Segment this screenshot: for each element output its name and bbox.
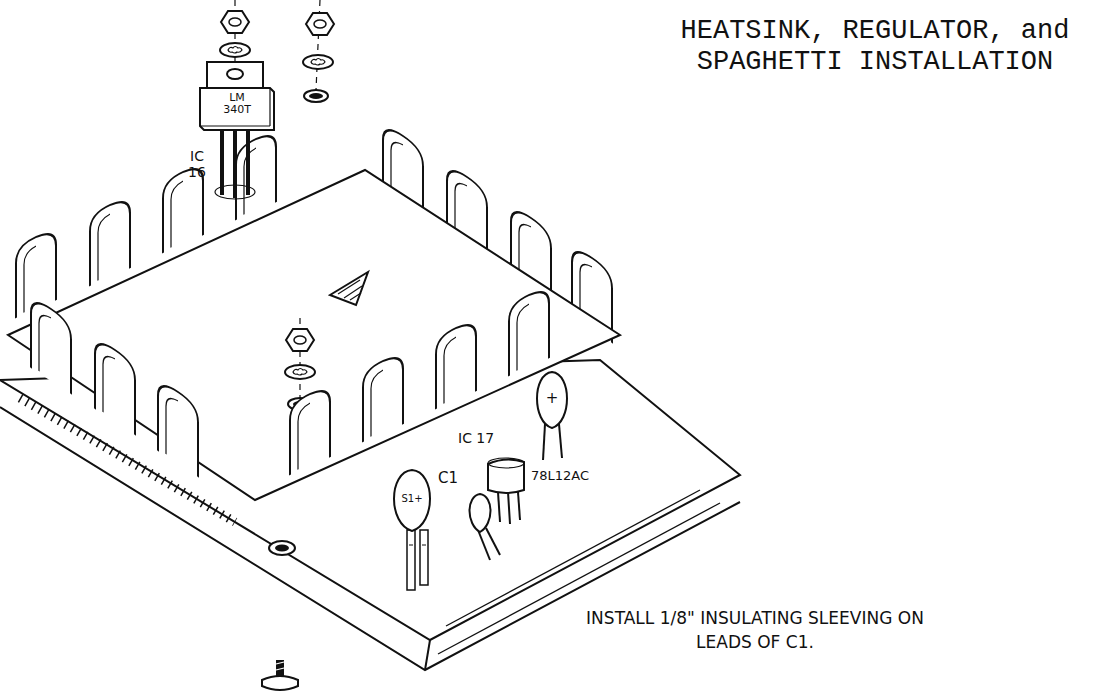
heatsink-base: [344, 286, 362, 298]
hardware-stack: [221, 11, 249, 33]
mounting-screw: [276, 668, 284, 670]
heatsink-base: [309, 93, 323, 99]
heatsink-front-fins: [31, 286, 549, 477]
heatsink-base: [304, 90, 328, 102]
ref-designator: IC 17: [458, 430, 516, 446]
capacitor-plus: [559, 424, 562, 458]
assembly-note: INSTALL 1/8" INSULATING SLEEVING ON LEAD…: [585, 606, 925, 654]
capacitor-plus: [543, 424, 545, 460]
regulator-to92: [488, 458, 524, 468]
capacitor-plus: [537, 372, 567, 428]
capacitor-c1: [394, 470, 430, 531]
regulator-to220: [200, 62, 274, 199]
circuit-board: [275, 545, 289, 552]
regulator-to92: [488, 459, 524, 493]
ref-designator: IC 16: [184, 148, 210, 180]
mounting-screw: [262, 660, 298, 690]
regulator-to92: [488, 458, 524, 524]
regulator-to220: [215, 185, 255, 199]
capacitor: [478, 530, 490, 560]
regulator-to220: [200, 88, 274, 130]
heatsink-front-fins: [436, 319, 476, 409]
heatsink-base: [330, 272, 368, 305]
heatsink-front-fins: [509, 286, 549, 376]
heatsink-base: [338, 280, 360, 294]
capacitor: [486, 528, 500, 555]
capacitor-c1: [407, 530, 415, 590]
capacitor: [470, 494, 501, 560]
part-marking: LM 340T: [214, 92, 260, 116]
capacitor-plus: [537, 372, 567, 460]
regulator-to220: [246, 128, 250, 195]
heatsink-front-fins: [158, 379, 198, 477]
mounting-screw: [276, 660, 284, 676]
regulator-to220: [207, 62, 263, 90]
regulator-to220: [200, 125, 270, 126]
regulator-to220: [220, 128, 224, 195]
regulator-to220: [227, 69, 243, 79]
regulator-to220: [233, 128, 237, 198]
regulator-to92: [518, 492, 520, 520]
circuit-board: [269, 541, 295, 555]
heatsink-back-fins: [90, 196, 130, 286]
hardware-stack: [220, 43, 250, 57]
hardware-stack: [285, 365, 315, 379]
heatsink-base: [8, 90, 620, 500]
heatsink-front-fins: [31, 296, 71, 394]
part-number: 78L12AC: [531, 468, 611, 484]
capacitor-c1: [422, 545, 426, 546]
capacitor-c1: [394, 470, 430, 590]
diagram-title: HEATSINK, REGULATOR, and SPAGHETTI INSTA…: [663, 16, 1087, 78]
regulator-to220: [269, 88, 270, 126]
regulator-to92: [498, 492, 500, 522]
circuit-board: [425, 640, 430, 670]
hardware-stack: [286, 329, 314, 351]
hardware-stack: [303, 55, 333, 69]
heatsink-back-fins: [236, 130, 276, 220]
mounting-screw: [262, 676, 298, 690]
capacitor-c1: [420, 530, 428, 585]
mounting-screw: [276, 662, 284, 664]
polarity-mark: +: [544, 390, 560, 407]
heatsink-front-fins: [363, 352, 403, 442]
heatsink-base: [350, 293, 361, 300]
ref-designator: C1: [438, 470, 468, 487]
heatsink-front-fins: [290, 385, 330, 475]
regulator-to92: [508, 492, 510, 524]
polarity-mark: S1+: [397, 493, 427, 505]
capacitor-c1: [409, 545, 413, 546]
heatsink-base: [8, 170, 620, 500]
heatsink-front-fins: [95, 337, 135, 435]
circuit-board: [446, 490, 700, 626]
hardware-stack: [306, 13, 334, 35]
capacitor: [470, 494, 491, 532]
